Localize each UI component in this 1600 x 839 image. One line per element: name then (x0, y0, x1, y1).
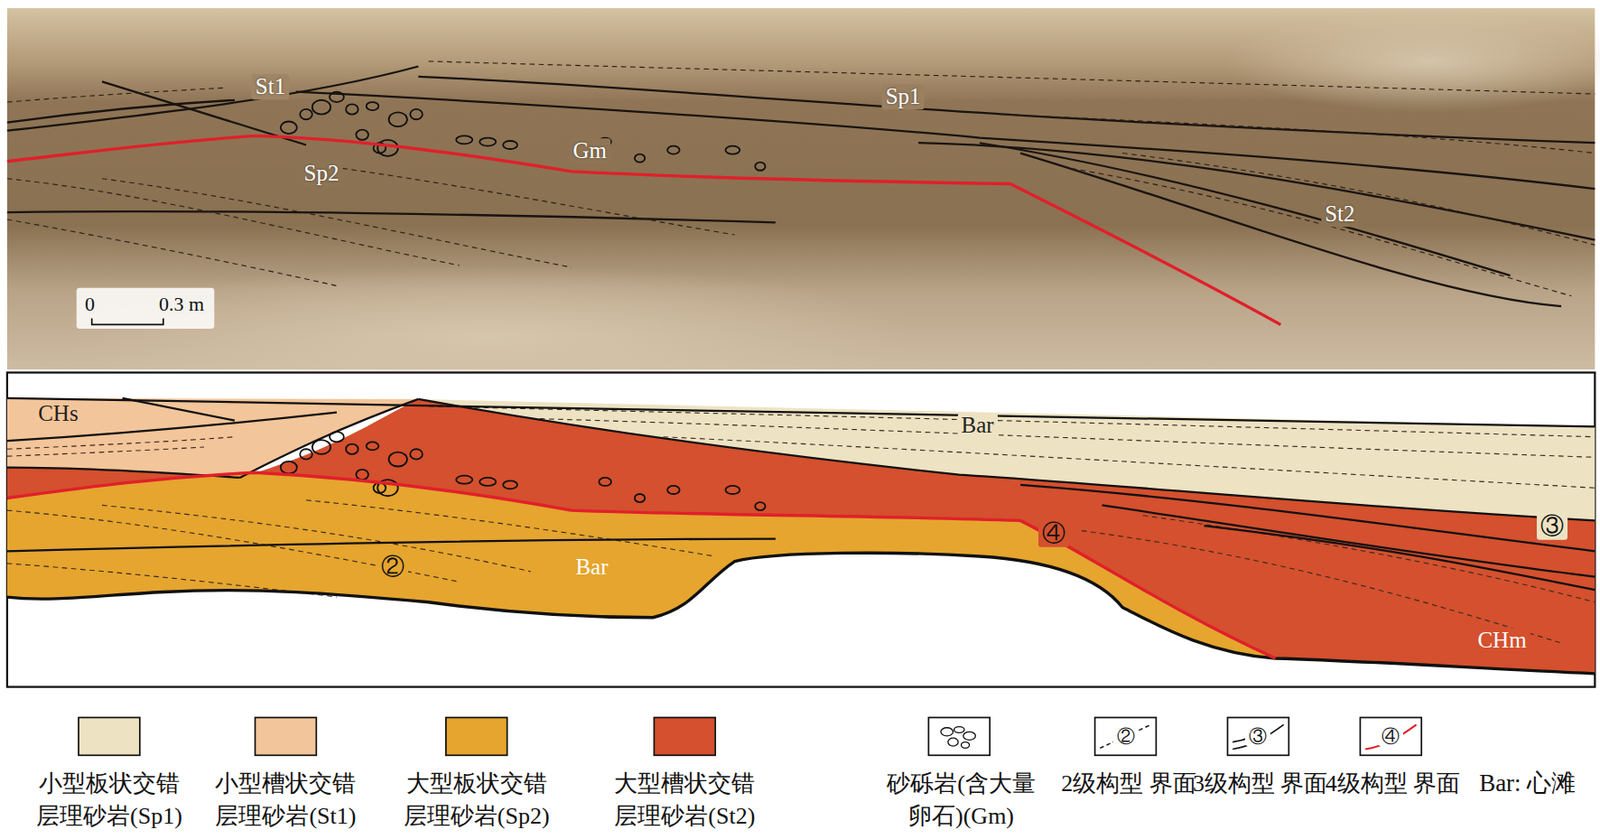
pebble (948, 737, 959, 746)
pebble (963, 731, 977, 740)
interpretation-section (7, 372, 1595, 688)
pebble (725, 485, 741, 494)
pebble (667, 485, 680, 494)
legend-sample-box (1095, 716, 1157, 755)
pebble (667, 146, 680, 155)
bedding-line (1071, 167, 1573, 296)
legend-text: 砂砾岩(含大量 卵石)(Gm) (862, 767, 1061, 833)
pebble (312, 100, 331, 115)
pebble (455, 475, 473, 484)
pebble (455, 135, 473, 144)
pebble (389, 111, 408, 127)
facies-label: St1 (251, 74, 289, 100)
legend-text: 大型板状交错 层理砂岩(Sp2) (377, 767, 577, 833)
pebble (366, 441, 380, 450)
bedding-line (663, 437, 1596, 489)
scale-text: 0.3 m (155, 293, 208, 316)
pebble (409, 109, 423, 120)
facies-label: Sp2 (300, 160, 344, 187)
pebble (329, 431, 345, 442)
legend-text: 大型槽状交错 层理砂岩(St2) (585, 767, 784, 833)
pebble (355, 469, 369, 480)
pebble (366, 102, 380, 111)
pebble (754, 162, 765, 171)
callout-number: ② (1113, 725, 1139, 746)
interface-line (1099, 724, 1152, 748)
element-label: CHm (1473, 627, 1530, 653)
bedding-line (7, 178, 460, 266)
legend-swatch (255, 716, 317, 755)
legend-swatch (653, 716, 716, 755)
pebble (961, 742, 970, 749)
bedding-line (7, 87, 225, 103)
element-label: Bar (958, 413, 998, 439)
legend-sample-box (1359, 716, 1422, 755)
pebble (502, 140, 518, 149)
pebble (754, 502, 765, 511)
bedding-line (102, 504, 531, 571)
bedding-line (7, 446, 205, 456)
pebble (954, 726, 965, 734)
legend-text: 4级构型 界面 (1293, 767, 1493, 800)
callout-number: ③ (1245, 725, 1271, 746)
pebble (389, 452, 408, 467)
bedding-line (428, 406, 1596, 438)
callout-number: ② (377, 554, 409, 581)
facies-label: Sp1 (882, 84, 925, 111)
legend-sample-box (1227, 716, 1290, 755)
pebble (940, 727, 954, 736)
legend-swatch (78, 716, 140, 755)
legend-text: 小型槽状交错 层理砂岩(St1) (186, 767, 385, 833)
legend-swatch (446, 716, 508, 755)
interface-line (1365, 724, 1417, 749)
bedding-line (1081, 530, 1562, 643)
pebble (280, 121, 298, 135)
pebble (345, 444, 359, 455)
bedding-line (102, 178, 572, 268)
pebble (312, 439, 331, 455)
legend-sample-box (928, 716, 990, 755)
pebble (299, 448, 313, 459)
element-label: Bar (571, 555, 612, 581)
bedding-line (428, 61, 1596, 94)
callout-number: ④ (1038, 520, 1070, 548)
pebble (634, 154, 645, 163)
scale-text: 0 (81, 293, 99, 316)
callout-number: ④ (1377, 725, 1404, 746)
pebble (725, 146, 741, 155)
pebble (479, 138, 496, 147)
facies-label: Gm (568, 139, 611, 165)
pebble (299, 109, 313, 120)
pebble (345, 103, 359, 114)
element-label: CHs (34, 400, 82, 427)
pebble (329, 92, 345, 103)
bedding-line (1122, 153, 1595, 246)
pebble (598, 477, 612, 486)
pebble (409, 448, 423, 459)
pebble (502, 480, 518, 489)
pebble (479, 477, 496, 486)
facies-label: St2 (1320, 202, 1359, 228)
legend-text: 小型板状交错 层理砂岩(Sp1) (9, 767, 209, 833)
bedding-line (7, 219, 337, 286)
legend-note: Bar: 心滩 (1475, 770, 1580, 798)
pebble (355, 130, 369, 140)
bedding-line (306, 163, 735, 235)
bedding-line (306, 500, 715, 557)
legend-samples (78, 716, 1422, 755)
bedding-line (1143, 515, 1596, 603)
outcrop-photo (7, 8, 1600, 409)
bedding-line (1000, 114, 1596, 154)
pebble (280, 461, 298, 475)
pebble (634, 493, 645, 503)
callout-number: ③ (1536, 513, 1568, 540)
interface-line (1232, 724, 1284, 749)
